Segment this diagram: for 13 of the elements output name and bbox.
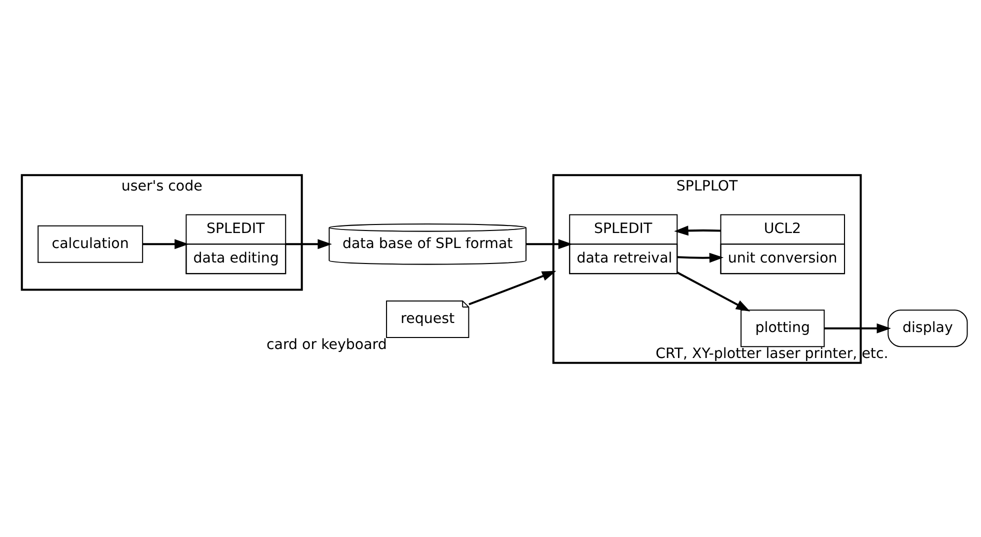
node-label: CRT, XY-plotter laser printer, etc. xyxy=(656,345,888,362)
node-box: display xyxy=(888,309,968,347)
arrow xyxy=(468,270,556,305)
node-box: calculation xyxy=(38,224,144,262)
arrow xyxy=(142,238,189,249)
arrow xyxy=(676,271,750,312)
arrow xyxy=(526,238,573,249)
arrow xyxy=(674,225,721,236)
arrow xyxy=(677,252,724,262)
arrow xyxy=(824,322,891,333)
arrow xyxy=(286,238,332,249)
node-label: card or keyboard xyxy=(266,336,387,352)
node-box: plotting xyxy=(740,309,825,347)
